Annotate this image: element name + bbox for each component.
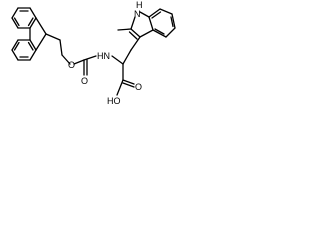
atom-label-ho-acid: HO xyxy=(107,96,121,106)
chemical-structure: H N O HN O O HO xyxy=(11,0,176,106)
amino-acid-backbone xyxy=(111,49,135,96)
atom-label-n-indole: N xyxy=(134,9,141,19)
atom-label-o-acid: O xyxy=(135,82,142,92)
atom-label-o-carbonyl: O xyxy=(81,76,88,86)
atom-label-h-indole: H xyxy=(136,0,143,10)
indole-group xyxy=(117,8,176,51)
carbamate-linker xyxy=(45,33,97,76)
atom-label-hn-amide: HN xyxy=(97,51,110,61)
fluorene-group xyxy=(11,7,47,61)
atom-label-o-ester: O xyxy=(68,60,75,70)
